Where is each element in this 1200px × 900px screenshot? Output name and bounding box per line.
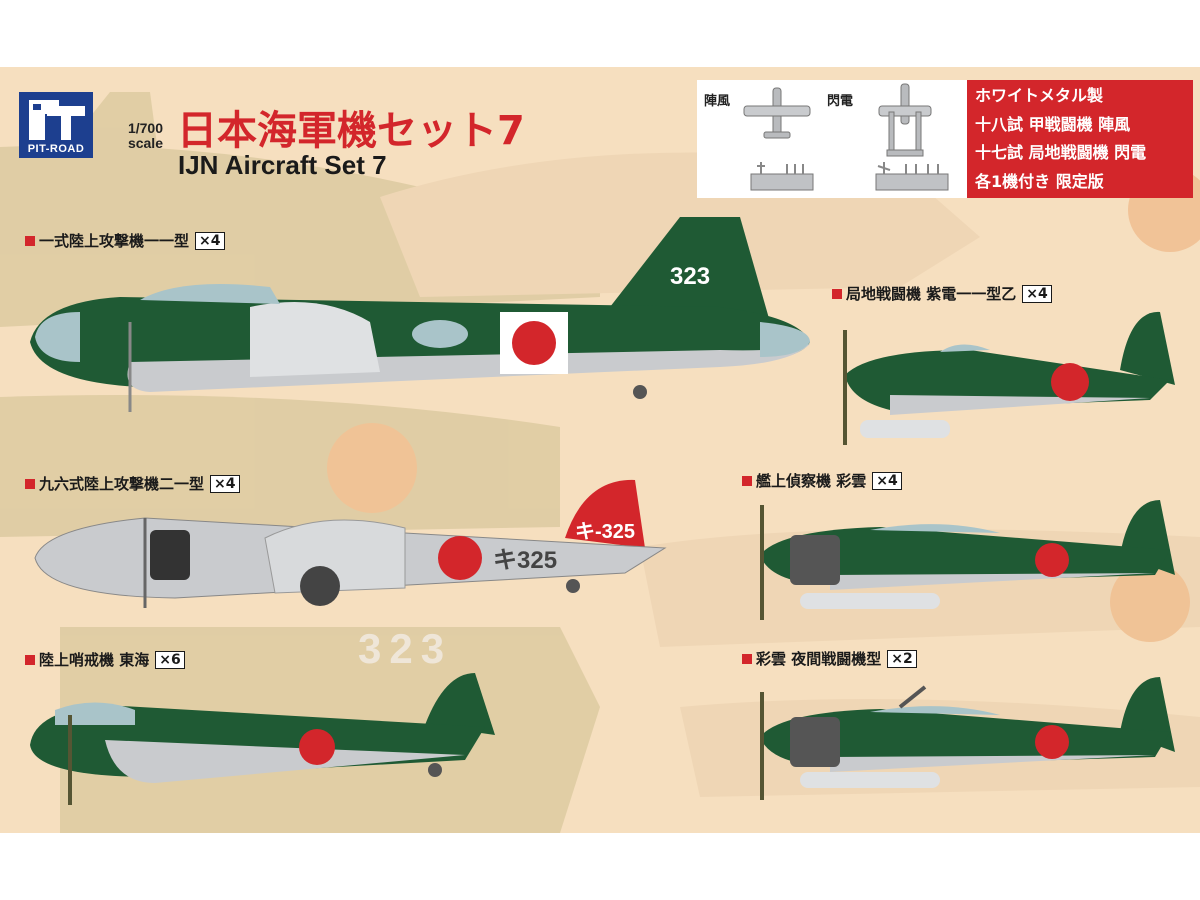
- quantity-badge: ×4: [1022, 284, 1052, 303]
- pit-road-logo-icon: [29, 100, 85, 140]
- scale-label: 1/700 scale: [103, 121, 163, 151]
- brand-logo: PIT-ROAD: [19, 92, 93, 158]
- background-code: 323: [358, 625, 453, 672]
- notice-line-3: 十七試 局地戦闘機 閃電: [975, 143, 1147, 162]
- quantity-badge: ×4: [210, 474, 240, 493]
- c6n-recon-illustration: [760, 500, 1175, 620]
- shinden-metal-figure-icon: [878, 83, 932, 157]
- shinden-sprue-icon: [875, 162, 949, 191]
- logo-text: PIT-ROAD: [27, 143, 85, 155]
- limited-edition-notice: ホワイトメタル製 十八試 甲戦闘機 陣風 十七試 局地戦闘機 閃電 各1機付き …: [967, 80, 1193, 198]
- aircraft-label-g4m: 一式陸上攻撃機一一型 ×4: [25, 230, 225, 251]
- jinpu-sprue-icon: [750, 162, 814, 191]
- bullet-square: [25, 478, 35, 489]
- bullet-square: [742, 653, 752, 664]
- quantity-badge: ×6: [155, 650, 185, 669]
- tail-code: 323: [670, 263, 710, 290]
- c6n-nightfighter-illustration: [760, 677, 1175, 800]
- g4m-bomber-illustration: 323: [30, 217, 810, 412]
- aircraft-label-n1k: 局地戦闘機 紫電一一型乙 ×4: [832, 283, 1052, 304]
- quantity-badge: ×2: [887, 649, 917, 668]
- aircraft-name: 一式陸上攻撃機一一型: [39, 232, 190, 250]
- aircraft-name: 九六式陸上攻撃機二一型: [39, 475, 205, 493]
- aircraft-label-q1w: 陸上哨戒機 東海 ×6: [25, 649, 185, 670]
- notice-line-4: 各1機付き 限定版: [975, 171, 1104, 191]
- label-jinpu: 陣風: [704, 94, 731, 109]
- aircraft-label-c6n-night: 彩雲 夜間戦闘機型 ×2: [742, 648, 917, 669]
- fuselage-code: キ325: [493, 547, 557, 574]
- q1w-patrol-illustration: [30, 673, 495, 805]
- quantity-badge: ×4: [872, 471, 902, 490]
- n1k-fighter-illustration: [843, 311, 1175, 445]
- notice-line-1: ホワイトメタル製: [975, 86, 1104, 105]
- aircraft-label-g3m: 九六式陸上攻撃機二一型 ×4: [25, 473, 240, 494]
- tail-code: キ-325: [575, 521, 635, 543]
- quantity-badge: ×4: [195, 231, 225, 250]
- scale-word: scale: [127, 135, 163, 151]
- aircraft-name: 陸上哨戒機 東海: [39, 651, 150, 669]
- aircraft-label-c6n: 艦上偵察機 彩雲 ×4: [742, 470, 902, 491]
- bullet-square: [25, 654, 35, 665]
- g3m-bomber-illustration: キ-325 キ325: [34, 479, 667, 608]
- aircraft-name: 艦上偵察機 彩雲: [756, 472, 867, 490]
- aircraft-name: 局地戦闘機 紫電一一型乙: [846, 285, 1017, 303]
- notice-line-2: 十八試 甲戦闘機 陣風: [975, 114, 1131, 134]
- scale-ratio: 1/700: [127, 120, 163, 136]
- jinpu-metal-figure-icon: [743, 87, 811, 139]
- label-shinden: 閃電: [827, 94, 854, 109]
- title-english: IJN Aircraft Set 7: [178, 150, 387, 180]
- bullet-square: [832, 288, 842, 299]
- bullet-square: [25, 235, 35, 246]
- bullet-square: [742, 475, 752, 486]
- title-japanese: 日本海軍機セット7: [177, 108, 525, 154]
- aircraft-name: 彩雲 夜間戦闘機型: [756, 650, 882, 668]
